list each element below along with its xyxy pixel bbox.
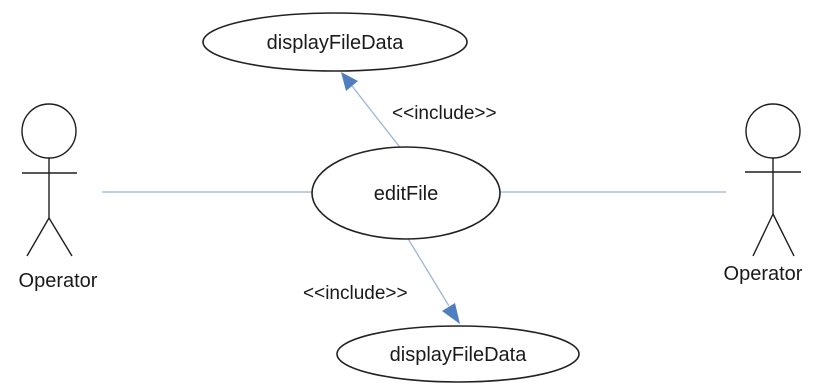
actor-head [21,103,77,159]
actor-leg-right [48,217,73,257]
include-arrowhead-top [341,72,358,91]
actor-leg-right [772,213,795,257]
actor-operator-right[interactable]: Operator [724,103,803,285]
use-case-edit-file[interactable]: editFile [311,146,501,240]
include-label-top: <<include>> [392,103,497,124]
actor-leg-left [752,213,774,257]
use-case-label: displayFileData [390,344,528,366]
use-case-ellipse [202,12,468,72]
use-case-display-file-data-top[interactable]: displayFileData [202,12,468,72]
actor-leg-left [26,217,50,257]
include-line-bottom [406,236,450,307]
actor-label: Operator [724,263,803,285]
use-case-label: editFile [374,183,438,205]
actor-head [745,103,801,159]
include-line-top [351,85,403,151]
include-arrowhead-bottom [442,303,460,324]
actor-label: Operator [19,270,98,292]
use-case-ellipse [336,325,580,383]
include-label-bottom: <<include>> [303,283,408,304]
actor-operator-left[interactable]: Operator [19,103,98,292]
use-case-display-file-data-bottom[interactable]: displayFileData [336,325,580,383]
use-case-label: displayFileData [267,32,405,54]
use-case-ellipse [311,146,501,240]
